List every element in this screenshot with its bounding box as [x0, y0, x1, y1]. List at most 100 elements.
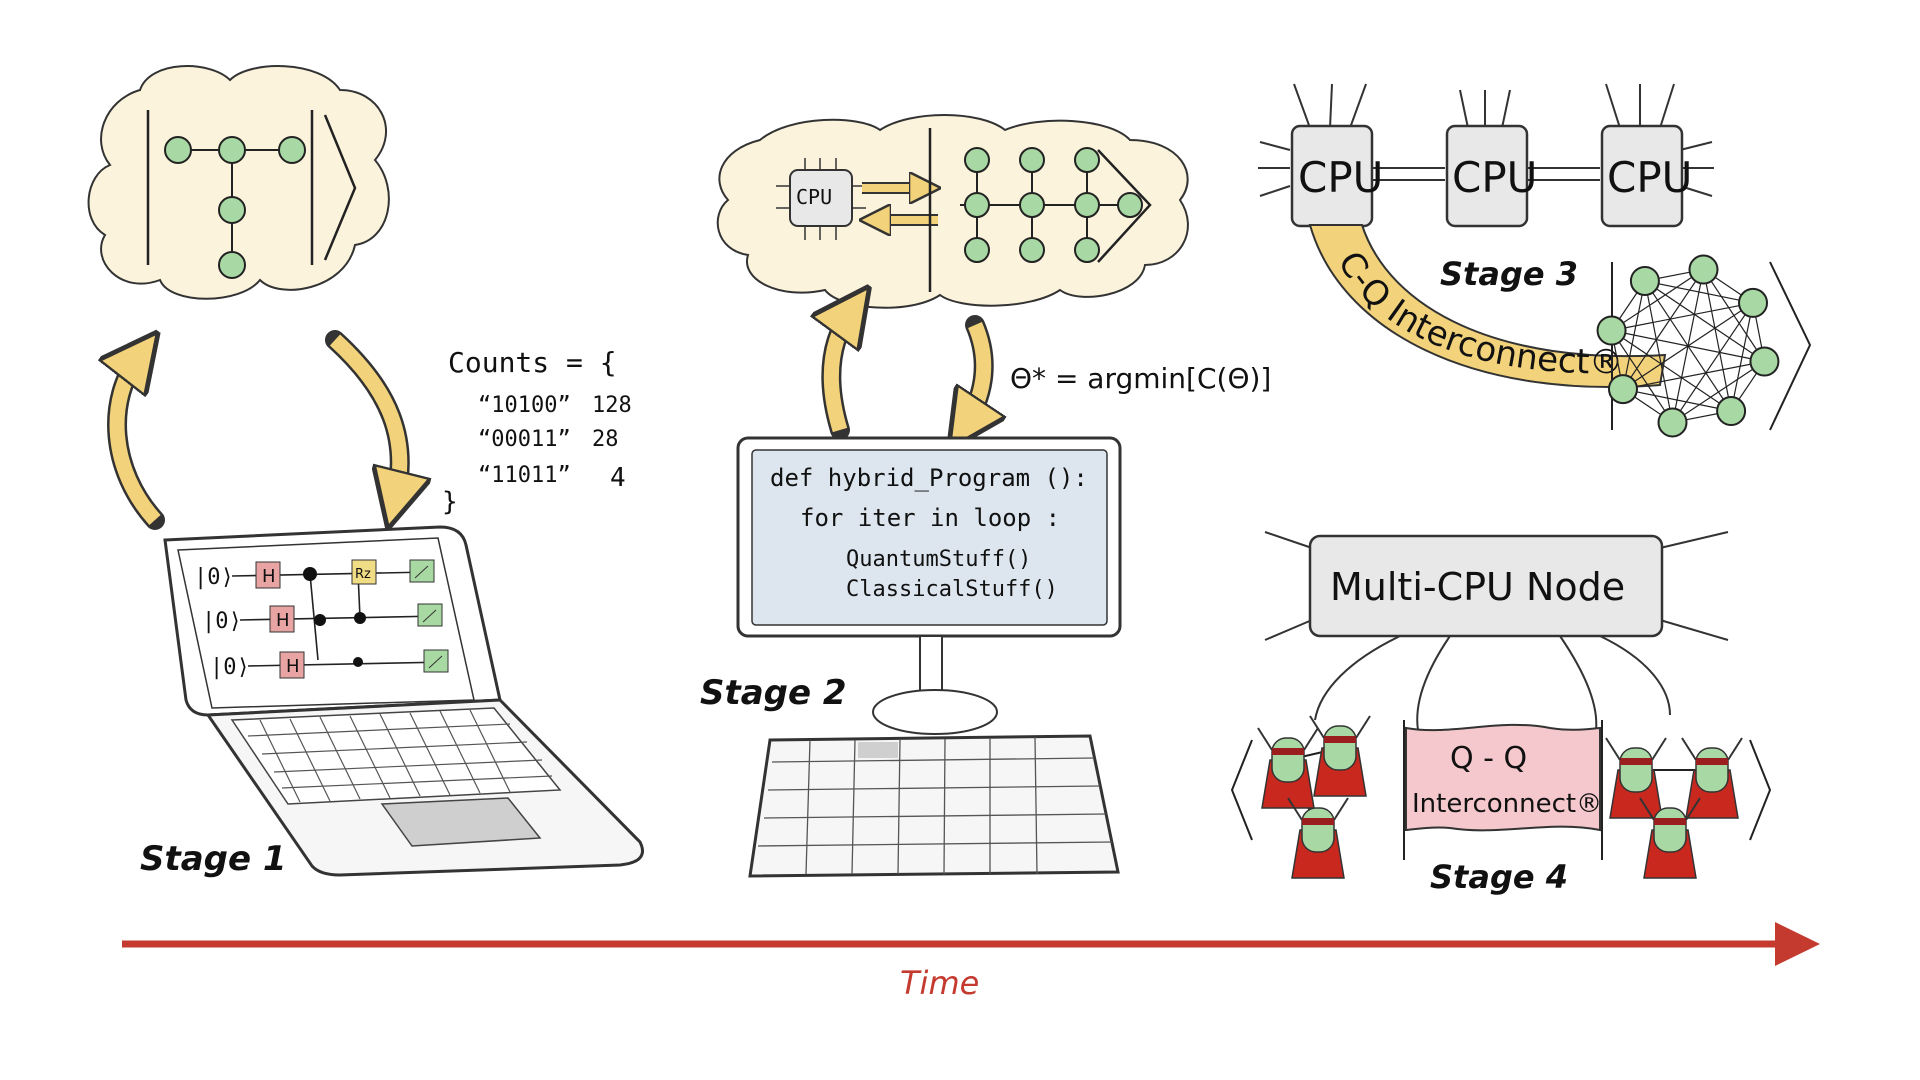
- stage2-cpu-chip: [789, 169, 853, 227]
- gate-h-label-0: H: [262, 566, 276, 587]
- stage3-cpu-wires: [1258, 83, 1714, 197]
- stage3-full-qubit-graph: [1596, 254, 1780, 438]
- laptop: |0⟩ |0⟩ |0⟩ H H H Rz: [163, 525, 644, 877]
- qubit-edge: [1702, 269, 1732, 412]
- qubit-edge: [1622, 269, 1704, 390]
- ket-0: |0⟩: [194, 565, 234, 590]
- stage4-left-bracket: [1230, 739, 1253, 841]
- stage1-label: Stage 1: [140, 839, 287, 879]
- qubit-node: [218, 251, 246, 279]
- control-dot: [314, 614, 326, 626]
- qubit-edge: [1644, 280, 1754, 304]
- qubit-node: [1596, 315, 1627, 346]
- control-dot: [303, 567, 317, 581]
- gate-h-1: [269, 605, 295, 633]
- count-bitstring-0: “10100”: [478, 393, 571, 418]
- code-line-2: for iter in loop :: [800, 504, 1060, 532]
- stage1-down-arrow: [329, 334, 400, 500]
- multi-cpu-node: [1308, 534, 1664, 638]
- stage1-quantum-cloud: [87, 65, 390, 300]
- count-bitstring-1: “00011”: [478, 427, 571, 452]
- measure-icon: [409, 559, 449, 673]
- qubit-node: [1716, 396, 1747, 427]
- monitor-base: [872, 689, 998, 735]
- multi-cpu-node-label: Multi-CPU Node: [1330, 565, 1625, 609]
- qubit-edge: [1622, 280, 1646, 390]
- qq-interconnect-band: [1405, 723, 1601, 832]
- qubit-node: [1607, 374, 1638, 405]
- superhero-qubit-icon: [1287, 797, 1349, 879]
- ket-2: |0⟩: [210, 655, 250, 680]
- qubit-edge: [1622, 388, 1732, 412]
- qq-label-line1: Q - Q: [1450, 741, 1527, 776]
- counts-close: }: [442, 487, 458, 517]
- count-value-2: 4: [610, 463, 626, 493]
- desktop-keyboard-dark-key: [858, 742, 898, 758]
- qq-label-line2: Interconnect®: [1412, 789, 1602, 819]
- node-link-right: [1559, 635, 1598, 731]
- qubit-node: [1738, 287, 1769, 318]
- node-link-right-2: [1599, 635, 1671, 716]
- qubit-edge: [1644, 280, 1765, 362]
- desktop-keyboard-keys: [757, 736, 1113, 875]
- stage4-label: Stage 4: [1430, 858, 1568, 896]
- monitor-screen: [751, 449, 1108, 626]
- superhero-qubit-icon: [1605, 737, 1667, 819]
- stage3-cpu-label-1: CPU: [1298, 153, 1383, 202]
- gate-rz: [351, 559, 377, 585]
- qubit-edge: [1672, 302, 1754, 423]
- count-bitstring-2: “11011”: [478, 463, 571, 488]
- superhero-qubit-icon: [1681, 737, 1743, 819]
- qubit-edge: [1644, 280, 1674, 423]
- gate-h-label-1: H: [276, 610, 290, 631]
- desktop-keyboard: [748, 734, 1120, 878]
- qubit-edge: [1622, 360, 1765, 390]
- count-value-0: 128: [592, 393, 632, 418]
- ket-1: |0⟩: [202, 609, 242, 634]
- stage1-group: Counts = { “10100” 128 “00011” 28 “11011…: [87, 65, 644, 879]
- stage3-group: CPU CPU CPU C-Q Interconnect® Stage 3: [1258, 83, 1812, 438]
- superhero-qubit-icon: [1257, 727, 1319, 809]
- stage2-qubit-graph: [960, 147, 1143, 263]
- qubit-node: [1629, 265, 1660, 296]
- qubit-node: [1688, 254, 1719, 285]
- superhero-qubit-icon: [1309, 715, 1371, 797]
- stage3-cpu-label-2: CPU: [1452, 153, 1537, 202]
- code-line-1: def hybrid_Program ():: [770, 464, 1088, 492]
- stage1-qubit-graph: [164, 136, 306, 279]
- stage3-label: Stage 3: [1440, 255, 1578, 293]
- qubit-edge: [1611, 330, 1732, 412]
- qubit-edge: [1611, 330, 1674, 423]
- code-line-4: ClassicalStuff(): [846, 577, 1058, 602]
- gate-h-label-2: H: [286, 656, 300, 677]
- time-label: Time: [900, 964, 979, 1002]
- cq-interconnect-band: [1308, 224, 1667, 389]
- superhero-qubit-icon: [1639, 797, 1701, 879]
- stage4-right-bracket: [1749, 739, 1772, 841]
- qubit-edge: [1644, 280, 1732, 412]
- gate-rz-label: Rz: [355, 567, 371, 582]
- time-arrow-head: [1775, 922, 1820, 966]
- gate-h-0: [255, 561, 281, 589]
- control-dot: [354, 612, 366, 624]
- stage2-label: Stage 2: [700, 673, 847, 713]
- stage2-ket-angle: [1097, 149, 1152, 263]
- stage2-down-arrow: [965, 322, 984, 425]
- node-link-left: [1314, 635, 1401, 721]
- optimization-formula: Θ* = argmin[C(Θ)]: [1010, 362, 1271, 395]
- gate-h-2: [279, 651, 305, 679]
- stage3-cpu-label-3: CPU: [1607, 153, 1692, 202]
- control-dot: [353, 657, 363, 667]
- stage3-ket-angle: [1769, 261, 1812, 431]
- qubit-node: [1749, 346, 1780, 377]
- stage1-ket-angle: [323, 114, 357, 261]
- count-value-1: 28: [592, 427, 619, 452]
- laptop-keyboard: [247, 709, 553, 803]
- qubit-node: [1657, 407, 1688, 438]
- time-axis: Time: [122, 922, 1820, 1002]
- qubit-node: [218, 196, 246, 224]
- node-link-left-2: [1416, 635, 1451, 731]
- qubit-node: [218, 136, 246, 164]
- qubit-node: [278, 136, 306, 164]
